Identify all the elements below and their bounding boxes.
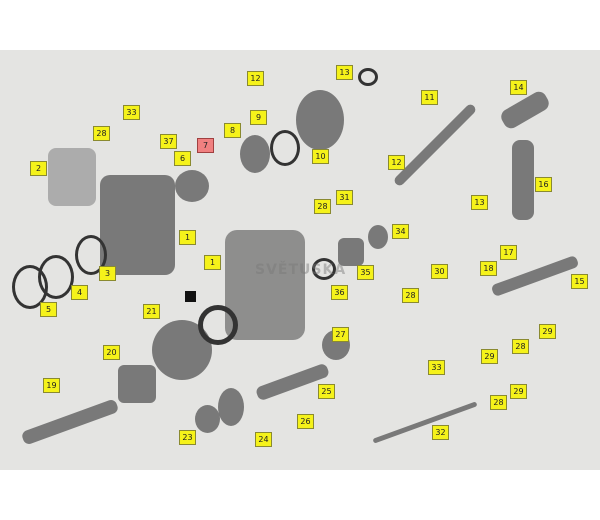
lever-16 — [512, 140, 534, 220]
seal-10 — [296, 90, 344, 150]
seal-ring-4 — [38, 255, 74, 299]
part-label-highlighted[interactable]: 7 — [197, 138, 214, 153]
part-label[interactable]: 37 — [160, 134, 177, 149]
bearing-9 — [240, 135, 270, 173]
part-label[interactable]: 36 — [331, 285, 348, 300]
part-label[interactable]: 3 — [99, 266, 116, 281]
snap-ring-3 — [75, 235, 107, 275]
part-label[interactable]: 24 — [255, 432, 272, 447]
part-label[interactable]: 20 — [103, 345, 120, 360]
o-ring-36 — [312, 258, 336, 280]
part-label[interactable]: 29 — [481, 349, 498, 364]
washer-large — [198, 305, 238, 345]
part-label[interactable]: 15 — [571, 274, 588, 289]
part-label[interactable]: 27 — [332, 327, 349, 342]
part-label[interactable]: 10 — [312, 149, 329, 164]
part-label[interactable]: 28 — [490, 395, 507, 410]
part-label[interactable]: 33 — [428, 360, 445, 375]
part-label[interactable]: 1 — [179, 230, 196, 245]
gear-24 — [218, 388, 244, 426]
part-label[interactable]: 17 — [500, 245, 517, 260]
part-label[interactable]: 29 — [510, 384, 527, 399]
part-label[interactable]: 12 — [247, 71, 264, 86]
watermark: SVĚTUSKA — [255, 262, 347, 278]
part-label[interactable]: 31 — [336, 190, 353, 205]
part-label[interactable]: 19 — [43, 378, 60, 393]
circlip-8 — [270, 130, 300, 166]
part-label[interactable]: 23 — [179, 430, 196, 445]
part-label[interactable]: 29 — [539, 324, 556, 339]
part-label[interactable]: 21 — [143, 304, 160, 319]
cover-plate — [48, 148, 96, 206]
bearing-23 — [195, 405, 220, 433]
part-label[interactable]: 28 — [314, 199, 331, 214]
part-label[interactable]: 8 — [224, 123, 241, 138]
part-label[interactable]: 35 — [357, 265, 374, 280]
part-label[interactable]: 34 — [392, 224, 409, 239]
part-label[interactable]: 30 — [431, 264, 448, 279]
gearbox-housing — [100, 175, 175, 275]
bushing-34 — [368, 225, 388, 249]
part-label[interactable]: 26 — [297, 414, 314, 429]
part-label[interactable]: 1 — [204, 255, 221, 270]
gearbox-housing-half — [225, 230, 305, 340]
black-marker — [185, 291, 196, 302]
part-label[interactable]: 13 — [471, 195, 488, 210]
part-label[interactable]: 28 — [93, 126, 110, 141]
part-label[interactable]: 16 — [535, 177, 552, 192]
part-label[interactable]: 11 — [421, 90, 438, 105]
part-label[interactable]: 18 — [480, 261, 497, 276]
gear-cluster — [118, 365, 156, 403]
bushing-35 — [338, 238, 364, 266]
part-label[interactable]: 25 — [318, 384, 335, 399]
part-label[interactable]: 32 — [432, 425, 449, 440]
part-label[interactable]: 2 — [30, 161, 47, 176]
part-label[interactable]: 5 — [40, 302, 57, 317]
part-label[interactable]: 33 — [123, 105, 140, 120]
part-label[interactable]: 4 — [71, 285, 88, 300]
part-label[interactable]: 14 — [510, 80, 527, 95]
part-label[interactable]: 12 — [388, 155, 405, 170]
part-label[interactable]: 9 — [250, 110, 267, 125]
part-label[interactable]: 6 — [174, 151, 191, 166]
circlip-13 — [358, 68, 378, 86]
part-label[interactable]: 28 — [512, 339, 529, 354]
part-label[interactable]: 28 — [402, 288, 419, 303]
gear-6 — [175, 170, 209, 202]
part-label[interactable]: 13 — [336, 65, 353, 80]
